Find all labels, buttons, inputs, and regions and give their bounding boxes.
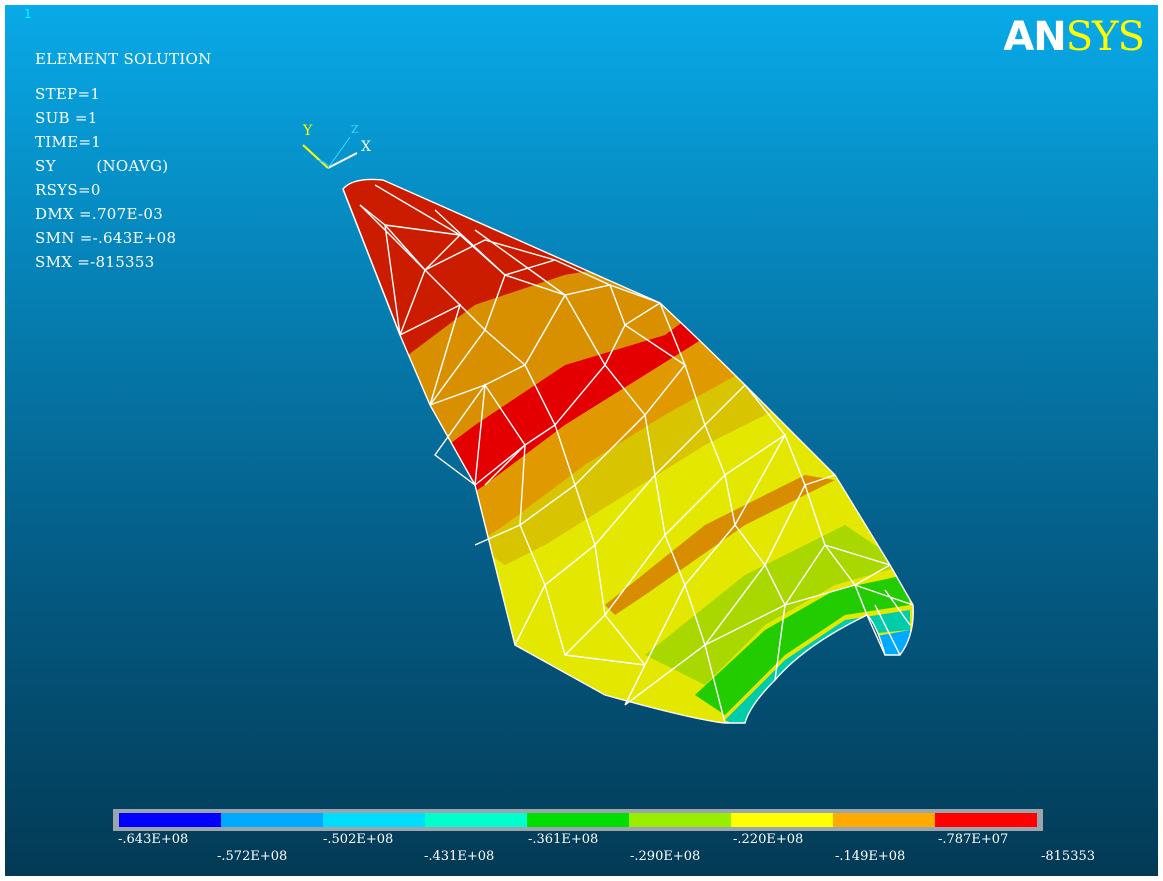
info-step: STEP=1 (35, 85, 101, 103)
logo-sys: SYS (1065, 14, 1145, 60)
info-rsys: RSYS=0 (35, 181, 101, 199)
legend-label-lower-4: -.149E+08 (835, 849, 906, 864)
legend-label-upper-2: -.502E+08 (323, 832, 394, 847)
solution-title: ELEMENT SOLUTION (35, 50, 212, 68)
legend-color-cell-6 (629, 813, 731, 827)
coordinate-triad: Y Z X (295, 115, 385, 185)
legend-label-upper-5: -.787E+07 (938, 832, 1009, 847)
legend-label-upper-1: -.643E+08 (118, 832, 189, 847)
info-substep: SUB =1 (35, 109, 98, 127)
triad-y-label: Y (303, 123, 313, 139)
window-number: 1 (24, 7, 32, 21)
legend-label-lower-3: -.290E+08 (630, 849, 701, 864)
legend-color-cell-8 (833, 813, 935, 827)
legend-label-upper-3: -.361E+08 (528, 832, 599, 847)
fe-model-contour-plot[interactable] (5, 5, 1158, 876)
legend-label-lower-5: -815353 (1041, 849, 1096, 864)
legend-label-upper-4: -.220E+08 (733, 832, 804, 847)
legend-color-cells (119, 813, 1037, 827)
graphics-viewport[interactable]: 1 ELEMENT SOLUTION STEP=1 SUB =1 TIME=1 … (5, 5, 1158, 876)
legend-color-cell-7 (731, 813, 833, 827)
info-time: TIME=1 (35, 133, 102, 151)
fe-mesh-wireframe (342, 178, 914, 724)
info-dmx: DMX =.707E-03 (35, 205, 164, 223)
solution-info-panel: ELEMENT SOLUTION STEP=1 SUB =1 TIME=1 SY… (35, 47, 212, 274)
info-smx: SMX =-815353 (35, 253, 155, 271)
stress-contour-bands (343, 179, 914, 723)
legend-color-cell-2 (221, 813, 323, 827)
triad-x-label: X (361, 139, 371, 155)
info-result-item: SY (NOAVG) (35, 157, 169, 175)
legend-color-cell-1 (119, 813, 221, 827)
triad-axes-icon (302, 136, 358, 169)
legend-label-lower-2: -.431E+08 (424, 849, 495, 864)
legend-color-cell-3 (323, 813, 425, 827)
legend-color-cell-9 (935, 813, 1037, 827)
legend-color-cell-5 (527, 813, 629, 827)
info-smn: SMN =-.643E+08 (35, 229, 177, 247)
triad-z-label: Z (351, 123, 359, 136)
legend-color-cell-4 (425, 813, 527, 827)
contour-legend-bar (113, 809, 1043, 831)
legend-label-lower-1: -.572E+08 (217, 849, 288, 864)
ansys-logo: ANSYS (1003, 14, 1145, 60)
logo-an: AN (1003, 14, 1066, 60)
